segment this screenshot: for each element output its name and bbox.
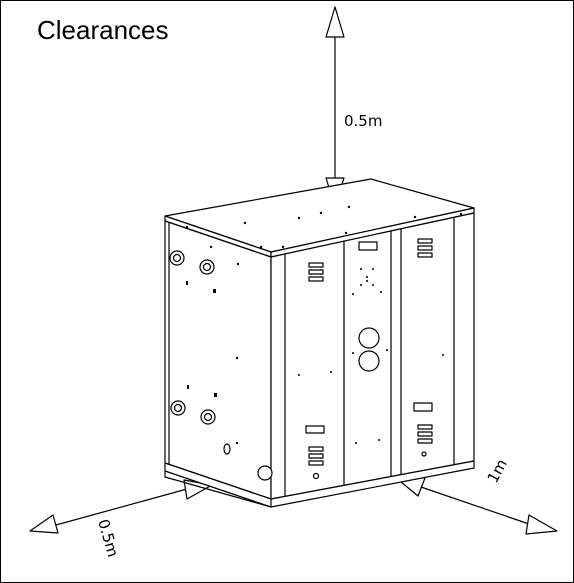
unit-drawing: [164, 178, 475, 508]
top-clearance-arrow: [325, 6, 345, 208]
top-clearance-label: 0.5m: [344, 112, 382, 130]
left-clearance-arrow: [29, 479, 213, 534]
louvres-right: [413, 238, 433, 444]
louvres-left: [305, 262, 325, 466]
left-clearance-label: 0.5m: [94, 517, 122, 559]
right-clearance-label: 1m: [484, 456, 511, 486]
diagram-title: Clearances: [37, 15, 169, 45]
right-clearance-arrow: [394, 476, 558, 535]
